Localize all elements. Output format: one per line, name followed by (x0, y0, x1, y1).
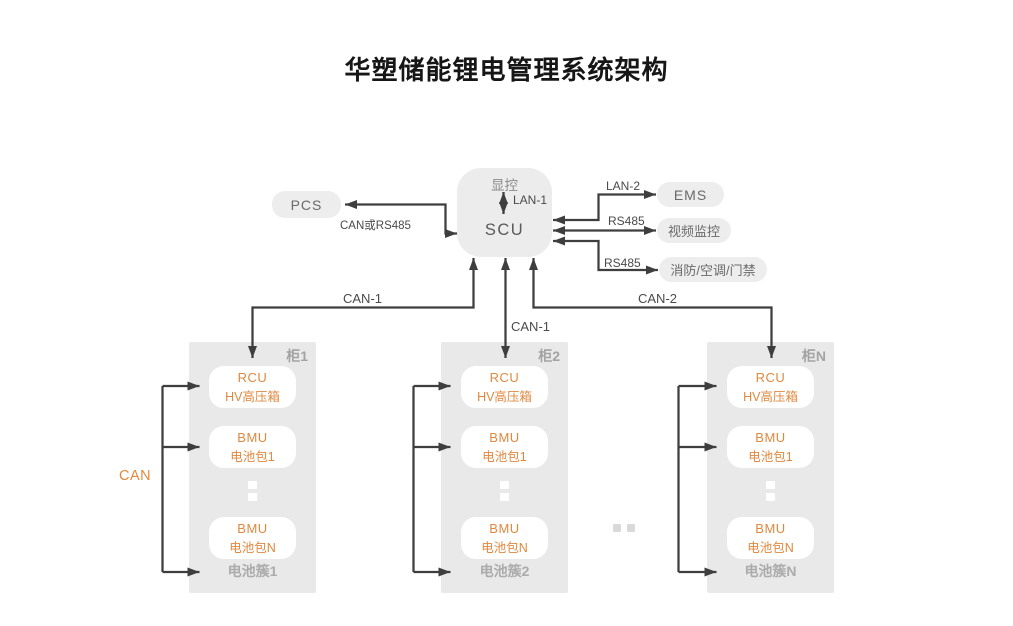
cabinet-2-name: 柜2 (538, 348, 560, 364)
pack1-label: 电池包1 (482, 449, 527, 464)
bmu-label: BMU (489, 520, 520, 536)
cabinet-n-rcu-node: RCU HV高压箱 (727, 366, 814, 408)
vertical-ellipsis-icon (766, 481, 775, 501)
link-label-rs485-video: RS485 (608, 214, 645, 228)
display-control-label: 显控 (491, 178, 518, 193)
bmu-label: BMU (755, 429, 786, 445)
vertical-ellipsis-icon (500, 481, 509, 501)
cabinet-2-bmu-first-node: BMU 电池包1 (461, 426, 548, 468)
scu-label: SCU (484, 221, 525, 239)
pcs-node: PCS (272, 191, 341, 218)
scu-node: 显控 SCU (457, 168, 552, 257)
cabinet-n-cluster-label: 电池簇N (744, 563, 797, 579)
bmu-label: BMU (755, 520, 786, 536)
cabinet-n: 柜N RCU HV高压箱 BMU 电池包1 BMU 电池包N 电池簇N (707, 342, 834, 593)
pack1-label: 电池包1 (230, 449, 275, 464)
link-label-can2: CAN-2 (638, 291, 678, 306)
cabinet-n-bmu-first-node: BMU 电池包1 (727, 426, 814, 468)
rcu-label: RCU (237, 369, 268, 385)
cabinet-2-rcu-node: RCU HV高压箱 (461, 366, 548, 408)
cabinet-2-cluster-label: 电池簇2 (479, 563, 530, 579)
link-label-can-or-rs485: CAN或RS485 (340, 220, 411, 232)
rcu-label: RCU (755, 369, 786, 385)
fire-ac-access-node: 消防/空调/门禁 (659, 257, 767, 282)
pack1-label: 电池包1 (748, 449, 793, 464)
cabinet-1-bmu-last-node: BMU 电池包N (209, 517, 296, 559)
bmu-label: BMU (237, 429, 268, 445)
rcu-label: RCU (489, 369, 520, 385)
packN-label: 电池包N (747, 540, 794, 555)
packN-label: 电池包N (481, 540, 528, 555)
packN-label: 电池包N (229, 540, 276, 555)
link-label-lan2: LAN-2 (606, 179, 641, 193)
ems-node: EMS (657, 182, 724, 207)
bmu-label: BMU (237, 520, 268, 536)
cabinet-1-cluster-label: 电池簇1 (227, 563, 278, 579)
cabinet-1-rcu-node: RCU HV高压箱 (209, 366, 296, 408)
cabinet-2-bmu-last-node: BMU 电池包N (461, 517, 548, 559)
hv-box-label: HV高压箱 (743, 389, 798, 404)
horizontal-ellipsis-icon (613, 524, 635, 532)
link-label-rs485-facility: RS485 (604, 256, 641, 270)
bmu-label: BMU (489, 429, 520, 445)
cabinet-1-bmu-first-node: BMU 电池包1 (209, 426, 296, 468)
page-title: 华塑储能锂电管理系统架构 (344, 55, 669, 85)
link-label-can1-middle: CAN-1 (511, 319, 551, 334)
cabinet-n-name: 柜N (801, 348, 826, 364)
link-label-lan1: LAN-1 (513, 193, 548, 207)
vertical-ellipsis-icon (248, 481, 257, 501)
hv-box-label: HV高压箱 (225, 389, 280, 404)
link-label-can-chain: CAN (119, 468, 152, 484)
cabinet-1-name: 柜1 (286, 348, 308, 364)
cabinet-1: 柜1 RCU HV高压箱 BMU 电池包1 BMU 电池包N 电池簇1 (189, 342, 316, 593)
link-label-can1-left: CAN-1 (343, 291, 383, 306)
hv-box-label: HV高压箱 (477, 389, 532, 404)
video-monitor-node: 视频监控 (657, 218, 731, 243)
cabinet-2: 柜2 RCU HV高压箱 BMU 电池包1 BMU 电池包N 电池簇2 (441, 342, 568, 593)
cabinet-n-bmu-last-node: BMU 电池包N (727, 517, 814, 559)
